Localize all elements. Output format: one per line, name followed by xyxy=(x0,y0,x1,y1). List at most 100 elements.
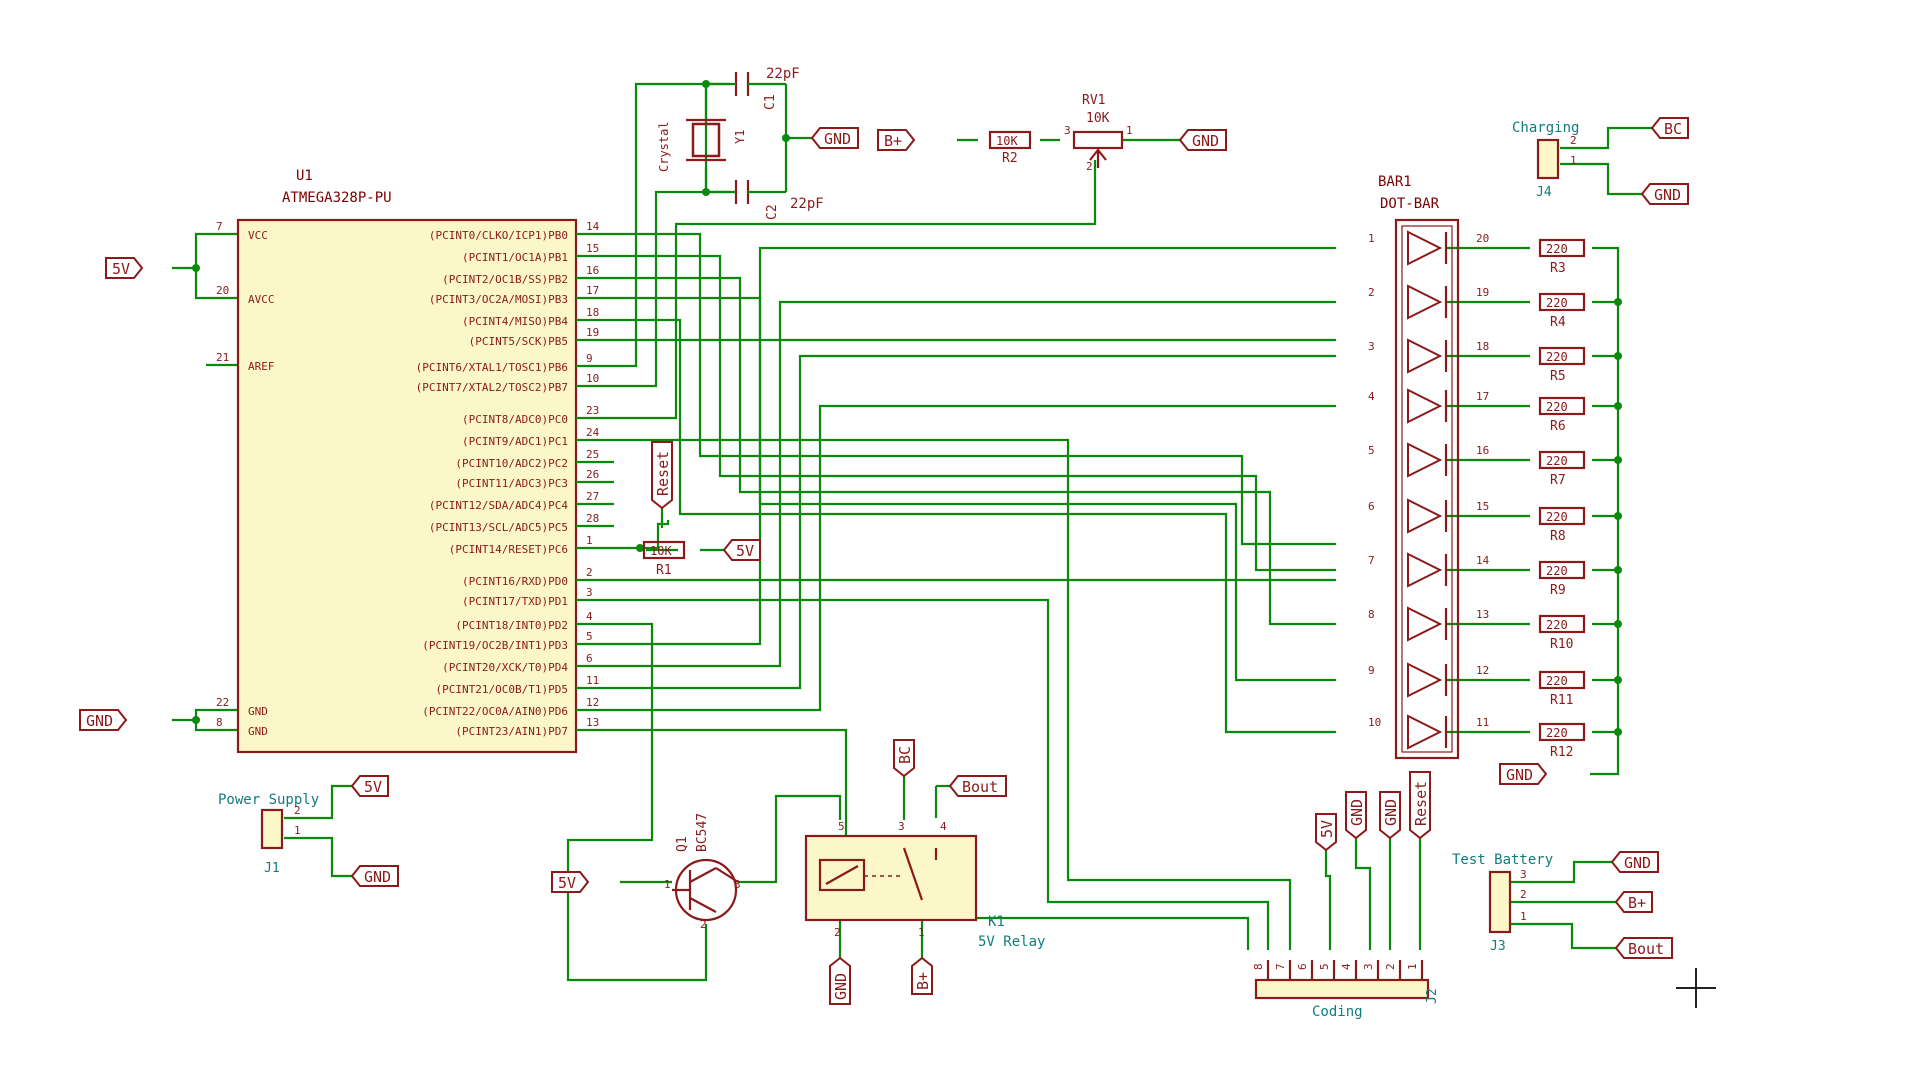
resistor-220[interactable] xyxy=(1538,614,1586,634)
resistor-ref: R12 xyxy=(1550,745,1573,760)
bar-led-segment xyxy=(1407,552,1443,588)
j2-pin-num: 4 xyxy=(1340,963,1353,970)
mcu-right-pin-name: (PCINT17/TXD)PD1 xyxy=(462,595,568,608)
net-label[interactable] xyxy=(651,441,673,510)
resistor-value: 220 xyxy=(1546,618,1568,632)
mcu-right-pin-name: (PCINT23/AIN1)PD7 xyxy=(455,725,568,738)
mcu-right-pin-name: (PCINT8/ADC0)PC0 xyxy=(462,413,568,426)
mcu-left-pin-num: 8 xyxy=(216,716,223,729)
resistor-220[interactable] xyxy=(1538,238,1586,258)
mcu-right-pins: (PCINT0/CLKO/ICP1)PB014(PCINT1/OC1A)PB11… xyxy=(416,220,614,738)
relay-k1[interactable]: 5 3 4 2 1 K1 5V Relay xyxy=(804,820,1045,950)
mcu-right-pin-num: 6 xyxy=(586,652,593,665)
resistor-r1[interactable]: 10K R1 xyxy=(642,540,686,578)
net-label[interactable] xyxy=(911,956,933,995)
resistor-220[interactable] xyxy=(1538,560,1586,580)
q1-pin1: 1 xyxy=(664,878,671,891)
cap-c1[interactable]: 22pF C1 xyxy=(724,66,800,110)
resistor-220[interactable] xyxy=(1538,292,1586,312)
mcu-right-pin-name: (PCINT1/OC1A)PB1 xyxy=(462,251,568,264)
net-label[interactable] xyxy=(105,257,144,279)
net-label[interactable] xyxy=(1499,763,1548,785)
transistor-q1[interactable]: Q1 BC547 1 3 2 xyxy=(664,813,741,931)
connector-j1[interactable]: Power Supply J1 2 1 xyxy=(218,792,319,876)
crosshair-cursor-icon xyxy=(1676,968,1716,1008)
net-label[interactable] xyxy=(1614,937,1673,959)
mcu-right-pin-name: (PCINT9/ADC1)PC1 xyxy=(462,435,568,448)
connector-j4[interactable]: Charging J4 2 1 xyxy=(1512,120,1579,200)
mcu-left-pin-num: 20 xyxy=(216,284,229,297)
bar-led-segment xyxy=(1407,714,1443,750)
q1-pin2: 2 xyxy=(700,918,707,931)
q1-pin3: 3 xyxy=(734,878,741,891)
bar-led-segment xyxy=(1407,442,1443,478)
net-label[interactable] xyxy=(1614,891,1653,913)
relay-ref: K1 xyxy=(988,914,1005,930)
net-label[interactable] xyxy=(1610,851,1659,873)
bar-right-pin-num: 17 xyxy=(1476,390,1489,403)
c2-ref: C2 xyxy=(765,204,780,220)
net-label-text: GND xyxy=(364,868,391,886)
mcu-ref: U1 xyxy=(296,168,313,184)
resistor-value: 220 xyxy=(1546,510,1568,524)
net-label[interactable] xyxy=(722,539,761,561)
wires xyxy=(172,82,1652,982)
bar-led-segment xyxy=(1407,388,1443,424)
net-label[interactable] xyxy=(79,709,128,731)
net-label[interactable] xyxy=(1315,813,1337,852)
bar-left-pin-num: 7 xyxy=(1368,554,1375,567)
net-label[interactable] xyxy=(948,775,1007,797)
resistor-220[interactable] xyxy=(1538,396,1586,416)
bar-right-pin-num: 13 xyxy=(1476,608,1489,621)
resistor-220[interactable] xyxy=(1538,722,1586,742)
net-label[interactable] xyxy=(877,129,916,151)
mcu-left-pin-num: 7 xyxy=(216,220,223,233)
cap-c2[interactable]: 22pF C2 xyxy=(706,180,824,220)
crystal-y1[interactable]: Crystal Y1 xyxy=(657,118,747,172)
potentiometer-rv1[interactable]: RV1 10K 3 1 2 xyxy=(1064,93,1133,173)
resistor-ref: R11 xyxy=(1550,693,1573,708)
mcu-left-pin-name: AREF xyxy=(248,360,275,373)
net-label[interactable] xyxy=(1345,791,1367,840)
net-label-text: GND xyxy=(1654,186,1681,204)
net-label-text: GND xyxy=(1382,799,1400,826)
resistor-value: 220 xyxy=(1546,400,1568,414)
resistor-value: 220 xyxy=(1546,296,1568,310)
mcu-right-pin-num: 25 xyxy=(586,448,599,461)
j1-title: Power Supply xyxy=(218,792,319,808)
net-label[interactable] xyxy=(350,865,399,887)
net-label-text: 5V xyxy=(736,542,754,560)
net-label[interactable] xyxy=(551,871,590,893)
net-label[interactable] xyxy=(893,739,915,778)
j2-pin-num: 5 xyxy=(1318,963,1331,970)
net-label[interactable] xyxy=(829,956,851,1005)
bar-led-segment xyxy=(1407,606,1443,642)
net-label-text: GND xyxy=(86,712,113,730)
mcu-u1[interactable]: U1 ATMEGA328P-PU 7VCC20AVCC21AREF22GND8G… xyxy=(216,168,614,754)
net-label[interactable] xyxy=(1640,183,1689,205)
net-label[interactable] xyxy=(1178,129,1227,151)
resistor-r2[interactable]: 10K R2 xyxy=(988,130,1032,166)
resistor-220[interactable] xyxy=(1538,670,1586,690)
rv1-ref: RV1 xyxy=(1082,93,1105,108)
net-label-text: GND xyxy=(1506,766,1533,784)
net-label[interactable] xyxy=(1379,791,1401,840)
resistor-ref: R3 xyxy=(1550,261,1566,276)
relay-pin5: 5 xyxy=(838,820,845,833)
net-label[interactable] xyxy=(350,775,389,797)
net-label-text: B+ xyxy=(914,972,932,990)
net-label[interactable] xyxy=(1650,117,1689,139)
net-label[interactable] xyxy=(810,127,859,149)
r2-value: 10K xyxy=(996,134,1018,148)
connector-j3[interactable]: Test Battery J3 3 2 1 xyxy=(1452,852,1553,954)
resistor-220[interactable] xyxy=(1538,450,1586,470)
r1-value: 10K xyxy=(650,544,672,558)
resistor-220[interactable] xyxy=(1538,506,1586,526)
mcu-right-pin-num: 13 xyxy=(586,716,599,729)
net-label[interactable] xyxy=(1409,771,1431,840)
resistor-220[interactable] xyxy=(1538,346,1586,366)
resistor-array: 220R3220R4220R5220R6220R7220R8220R9220R1… xyxy=(1538,238,1586,760)
